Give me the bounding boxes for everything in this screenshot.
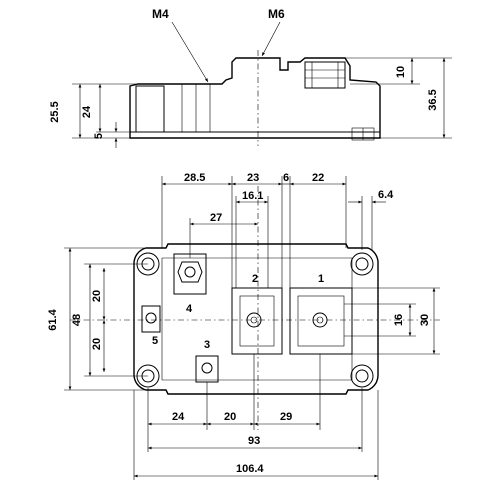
pin-label-2: 2 bbox=[252, 273, 258, 285]
top-view-body bbox=[133, 243, 379, 395]
dim-28-5: 28.5 bbox=[184, 172, 205, 184]
m6-label: M6 bbox=[268, 7, 285, 21]
top-view: 1 2 3 4 5 28.5 23 6 22 16.1 6.4 27 bbox=[47, 172, 440, 480]
dim-22: 22 bbox=[312, 172, 324, 184]
dim-61-4: 61.4 bbox=[47, 308, 59, 330]
dim-20-left-bottom: 20 bbox=[91, 338, 103, 350]
mounting-hole-tr bbox=[350, 252, 374, 276]
pin-label-3: 3 bbox=[204, 339, 210, 351]
dim-106-4: 106.4 bbox=[236, 463, 264, 475]
pin-label-5: 5 bbox=[152, 335, 158, 347]
dim-5: 5 bbox=[93, 133, 105, 139]
side-view-left-block bbox=[135, 85, 165, 133]
dim-24: 24 bbox=[81, 105, 93, 118]
pin-label-4: 4 bbox=[186, 303, 193, 315]
dim-25-5: 25.5 bbox=[49, 101, 61, 122]
dim-48: 48 bbox=[71, 314, 83, 326]
dim-16: 16 bbox=[393, 314, 405, 326]
dim-10: 10 bbox=[395, 66, 407, 78]
dim-93: 93 bbox=[248, 435, 260, 447]
dim-27: 27 bbox=[210, 212, 222, 224]
side-view: M4 M6 25.5 24 5 10 36.5 bbox=[49, 7, 452, 148]
dim-20-bottom: 20 bbox=[224, 411, 236, 423]
dim-6-top: 6 bbox=[283, 172, 289, 184]
dim-6-4: 6.4 bbox=[378, 189, 394, 201]
mounting-hole-br bbox=[350, 364, 374, 388]
dim-16-1: 16.1 bbox=[242, 190, 263, 202]
dim-36-5: 36.5 bbox=[427, 89, 439, 110]
m4-label: M4 bbox=[152, 7, 169, 21]
dim-24-bottom: 24 bbox=[172, 411, 185, 423]
pin-label-1: 1 bbox=[318, 273, 324, 285]
dim-30: 30 bbox=[419, 314, 431, 326]
dim-23: 23 bbox=[247, 172, 259, 184]
dim-20-left-top: 20 bbox=[91, 290, 103, 302]
dim-29: 29 bbox=[280, 411, 292, 423]
terminal-5 bbox=[141, 305, 161, 333]
terminal-1 bbox=[289, 287, 353, 355]
